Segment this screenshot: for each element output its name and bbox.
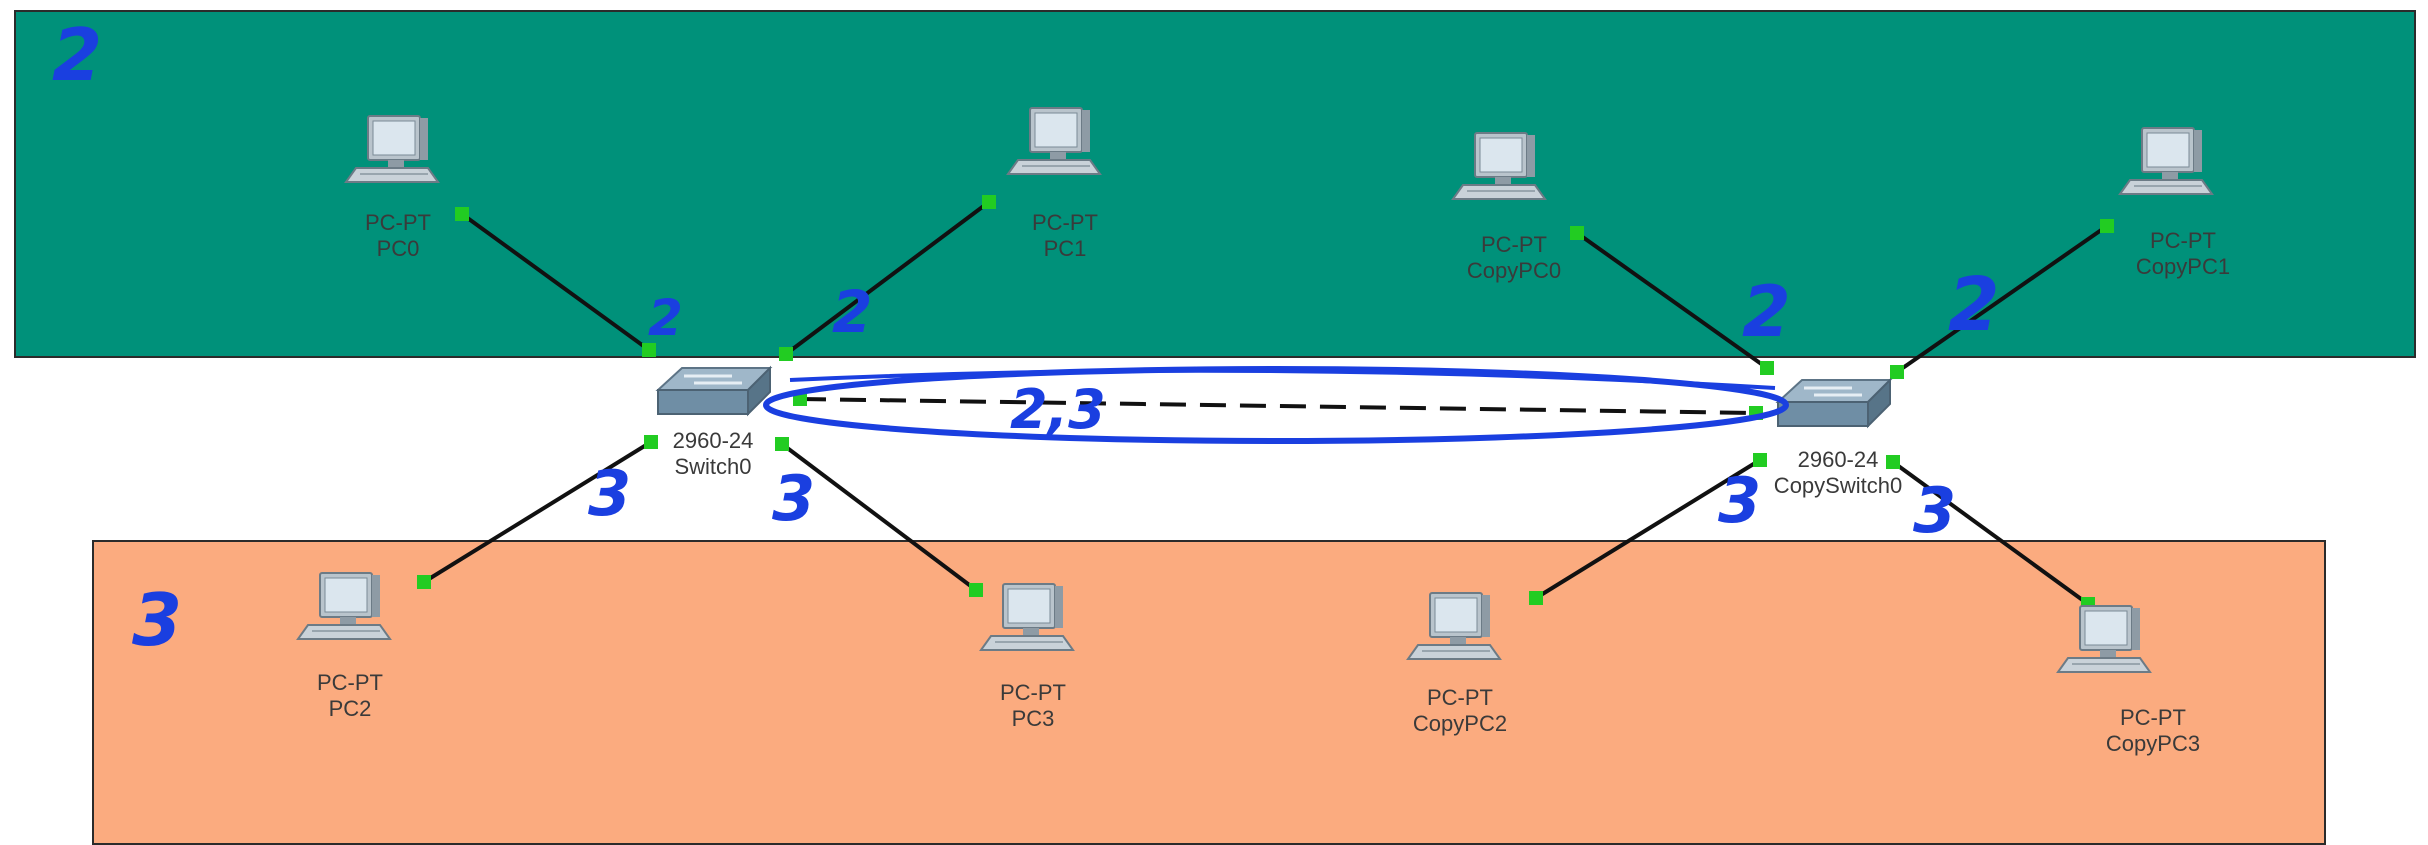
device-model: PC-PT: [2150, 228, 2216, 253]
device-name: CopyPC3: [2105, 731, 2201, 756]
device-name: PC0: [376, 236, 420, 261]
device-name: PC3: [1011, 706, 1055, 731]
link-copypc2-copyswitch0[interactable]: [1534, 458, 1762, 600]
switch-icon[interactable]: [655, 365, 773, 417]
link-pc3-switch0[interactable]: [780, 442, 978, 592]
link-annotation-copypc1-copyswitch0: 2: [1948, 262, 2000, 348]
device-model: PC-PT: [1481, 232, 1547, 257]
pc-icon[interactable]: [344, 115, 440, 183]
port-status-light: [779, 347, 793, 361]
device-model: PC-PT: [1000, 680, 1066, 705]
zone-annotation-bottom: 3: [132, 578, 182, 662]
device-name: Switch0: [674, 454, 752, 479]
device-name: PC2: [328, 696, 372, 721]
port-status-light: [1890, 365, 1904, 379]
device-name: CopyPC2: [1412, 711, 1508, 736]
link-annotation-pc1-switch0: 2: [832, 278, 872, 346]
link-annotation-copypc2-copyswitch0: 3: [1718, 464, 1761, 537]
link-copypc1-copyswitch0[interactable]: [1895, 224, 2109, 374]
link-annotation-pc0-switch0: 2: [648, 289, 683, 347]
device-name: CopyPC1: [2135, 254, 2231, 279]
device-model: PC-PT: [317, 670, 383, 695]
port-status-light: [1760, 361, 1774, 375]
switch-icon[interactable]: [1775, 377, 1893, 429]
device-model: 2960-24: [672, 428, 754, 453]
pc-icon[interactable]: [1406, 592, 1502, 660]
port-status-light: [2100, 219, 2114, 233]
port-status-light: [455, 207, 469, 221]
pc-icon[interactable]: [296, 572, 392, 640]
device-model: 2960-24: [1797, 447, 1879, 472]
link-copypc0-copyswitch0[interactable]: [1575, 231, 1769, 370]
link-pc0-switch0[interactable]: [460, 212, 651, 352]
link-annotation-pc2-switch0: 3: [588, 457, 631, 530]
device-name: CopySwitch0: [1773, 473, 1903, 498]
port-status-light: [1753, 453, 1767, 467]
port-status-light: [417, 575, 431, 589]
port-status-light: [1529, 591, 1543, 605]
device-model: PC-PT: [1427, 685, 1493, 710]
pc-icon[interactable]: [979, 583, 1075, 651]
device-model: PC-PT: [2120, 705, 2186, 730]
link-annotation-switch0-copyswitch0: 2,3: [1010, 378, 1106, 441]
trunk-highlight-stroke: [789, 368, 1776, 390]
link-pc1-switch0[interactable]: [784, 200, 991, 356]
pc-icon[interactable]: [1006, 107, 1102, 175]
port-status-light: [969, 583, 983, 597]
link-annotation-copypc0-copyswitch0: 2: [1742, 271, 1791, 353]
link-annotation-pc3-switch0: 3: [772, 462, 815, 535]
port-status-light: [644, 435, 658, 449]
device-model: PC-PT: [1032, 210, 1098, 235]
pc-icon[interactable]: [1451, 132, 1547, 200]
pc-icon[interactable]: [2056, 605, 2152, 673]
device-name: PC1: [1043, 236, 1087, 261]
port-status-light: [982, 195, 996, 209]
zone-annotation-top: 2: [52, 13, 102, 97]
link-copypc3-copyswitch0[interactable]: [1891, 460, 2090, 606]
vlan-3-area: [92, 540, 2326, 845]
port-status-light: [775, 437, 789, 451]
port-status-light: [642, 343, 656, 357]
link-annotation-copypc3-copyswitch0: 3: [1913, 474, 1956, 547]
port-status-light: [1570, 226, 1584, 240]
device-name: CopyPC0: [1466, 258, 1562, 283]
vlan-2-area: [14, 10, 2416, 358]
link-pc2-switch0[interactable]: [422, 440, 653, 584]
pc-icon[interactable]: [2118, 127, 2214, 195]
port-status-light: [1886, 455, 1900, 469]
device-model: PC-PT: [365, 210, 431, 235]
